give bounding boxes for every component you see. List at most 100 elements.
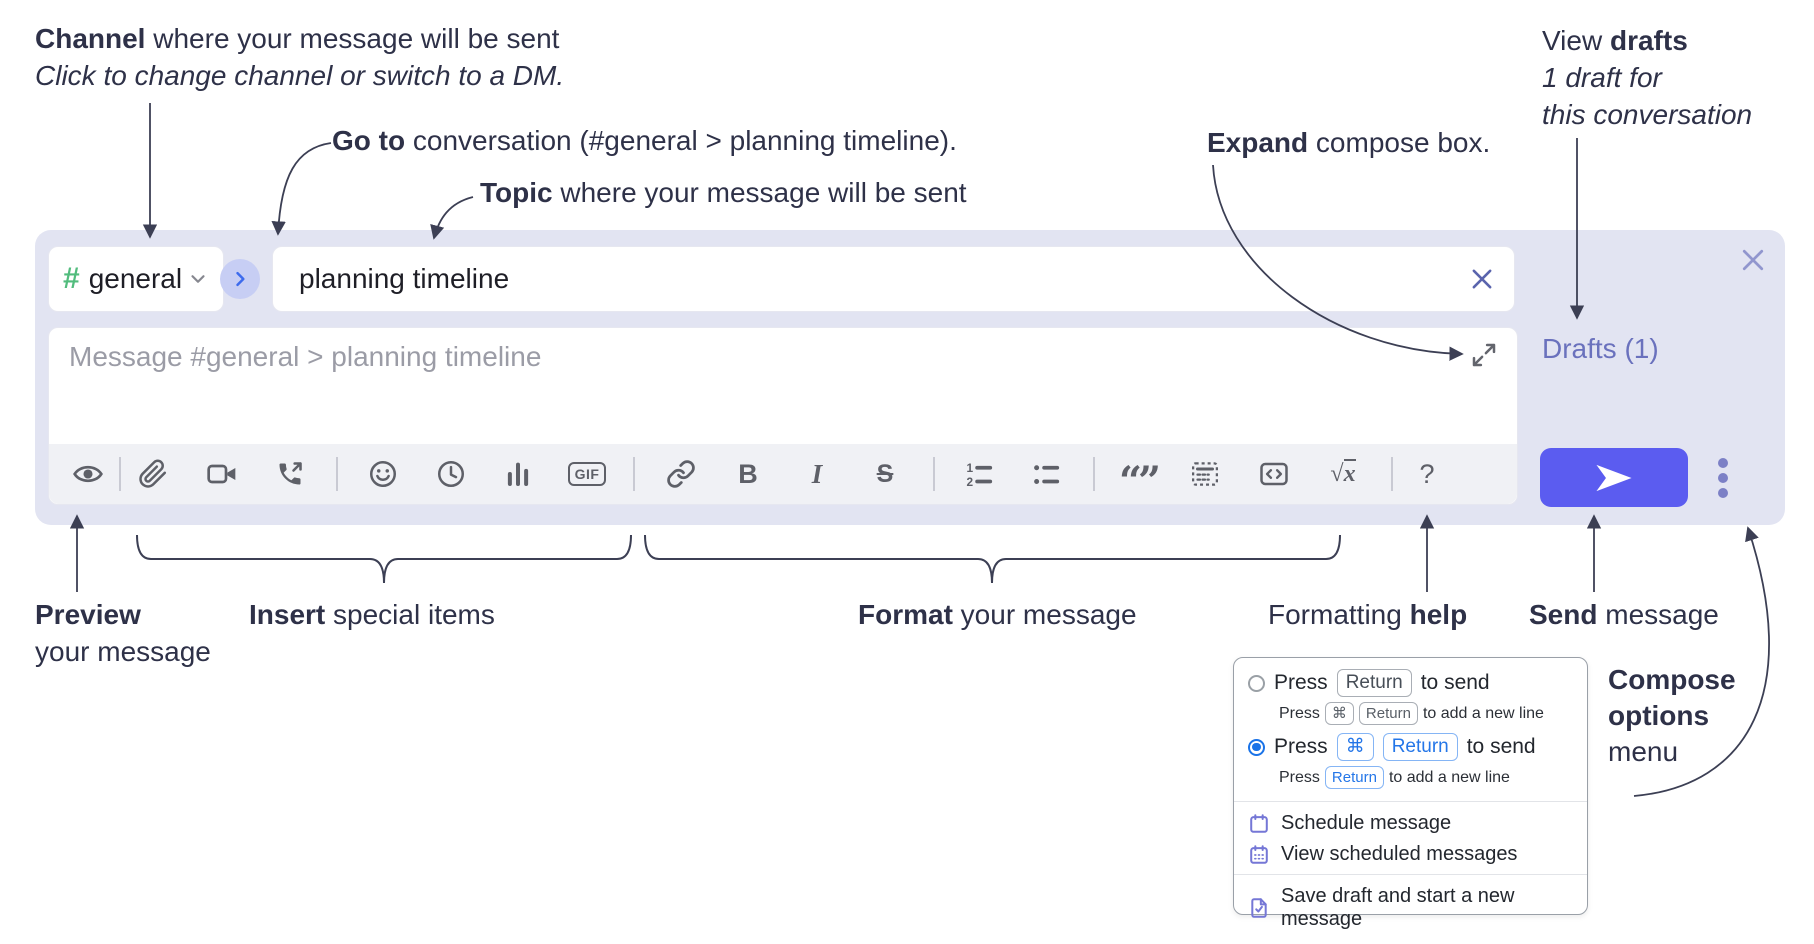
bulleted-list-button[interactable] — [1024, 452, 1068, 496]
code-button[interactable] — [1252, 452, 1296, 496]
channel-name: general — [88, 263, 183, 294]
formatting-help-button[interactable]: ? — [1405, 452, 1449, 496]
bulleted-list-icon — [1034, 465, 1060, 484]
bold-icon: B — [738, 458, 758, 489]
question-mark-icon: ? — [1419, 458, 1435, 489]
svg-text:1: 1 — [967, 461, 974, 475]
expand-compose-icon[interactable] — [1469, 340, 1499, 370]
bar-chart-icon — [507, 462, 529, 486]
menu-option-return-to-send[interactable]: Press Return to send — [1234, 669, 1587, 697]
annotation-goto: Go to conversation (#general > planning … — [332, 125, 957, 156]
close-compose-button[interactable] — [1733, 240, 1773, 280]
quote-button[interactable]: “” — [1116, 452, 1161, 505]
key-return: Return — [1336, 669, 1412, 697]
option-text: to send — [1420, 671, 1490, 694]
emoji-button[interactable] — [361, 452, 405, 496]
chevron-down-icon — [191, 275, 205, 283]
video-call-button[interactable] — [200, 452, 244, 496]
topic-input[interactable]: planning timeline — [272, 246, 1515, 312]
voice-call-button[interactable] — [268, 452, 312, 496]
send-icon — [1596, 464, 1632, 491]
strikethrough-button[interactable]: S — [863, 452, 907, 496]
bold-button[interactable]: B — [726, 452, 770, 496]
menu-option-cmd-return-to-send[interactable]: Press ⌘ Return to send — [1234, 733, 1587, 761]
key-return: Return — [1358, 702, 1418, 725]
arrow-goto — [271, 142, 332, 236]
quote-icon: “” — [1118, 458, 1161, 505]
code-icon — [1260, 462, 1288, 486]
eye-icon — [73, 465, 103, 483]
toolbar-divider — [119, 457, 121, 491]
spoiler-icon — [1192, 462, 1218, 486]
strikethrough-icon: S — [876, 459, 894, 488]
close-icon — [1742, 249, 1764, 271]
annotation-send: Send message — [1529, 599, 1719, 630]
option-text: Press — [1274, 671, 1328, 694]
math-button[interactable]: √x — [1321, 452, 1365, 496]
message-box[interactable]: Message #general > planning timeline — [48, 327, 1518, 505]
video-camera-icon — [207, 464, 236, 484]
menu-option-sub: Press Return to add a new line — [1234, 764, 1587, 797]
gif-button[interactable]: GIF — [565, 452, 609, 496]
time-button[interactable] — [429, 452, 473, 496]
option-text: Press — [1274, 735, 1328, 758]
key-cmd: ⌘ — [1336, 733, 1374, 761]
link-button[interactable] — [659, 452, 703, 496]
poll-button[interactable] — [496, 452, 540, 496]
menu-item-schedule-message[interactable]: Schedule message — [1234, 808, 1587, 839]
calendar-days-icon — [1248, 844, 1270, 866]
link-icon — [667, 460, 695, 488]
option-text: to send — [1466, 735, 1536, 758]
phone-call-icon — [279, 462, 302, 485]
gif-icon: GIF — [567, 462, 607, 486]
message-placeholder: Message #general > planning timeline — [69, 341, 542, 372]
annotation-channel: Channel where your message will be sent … — [35, 23, 565, 91]
annotation-expand: Expand compose box. — [1207, 127, 1491, 158]
menu-item-save-draft[interactable]: Save draft and start a new message — [1234, 881, 1587, 935]
preview-button[interactable] — [66, 452, 110, 496]
menu-divider — [1234, 801, 1587, 802]
paperclip-icon — [139, 459, 167, 488]
toolbar-divider — [336, 457, 338, 491]
annotation-insert: Insert special items — [249, 599, 495, 630]
calendar-icon — [1248, 813, 1270, 835]
compose-options-button[interactable] — [1703, 448, 1743, 507]
attach-file-button[interactable] — [131, 452, 175, 496]
save-draft-icon — [1248, 897, 1270, 919]
smiley-icon — [370, 461, 396, 487]
channel-selector[interactable]: # general — [48, 246, 224, 312]
radio-selected[interactable] — [1248, 738, 1265, 756]
chevron-right-icon — [236, 271, 245, 287]
annotation-view-drafts: View drafts 1 draft for this conversatio… — [1542, 25, 1753, 130]
svg-text:2: 2 — [967, 475, 974, 489]
go-to-conversation-button[interactable] — [220, 259, 260, 299]
key-cmd: ⌘ — [1324, 702, 1354, 725]
compose-toolbar: GIF B I S — [49, 444, 1517, 504]
math-icon: √x — [1330, 458, 1356, 487]
menu-item-label: Schedule message — [1281, 812, 1452, 834]
numbered-list-button[interactable]: 1 2 — [957, 452, 1001, 496]
numbered-list-icon: 1 2 — [967, 461, 993, 489]
topic-value: planning timeline — [299, 263, 510, 294]
menu-item-view-scheduled-messages[interactable]: View scheduled messages — [1234, 839, 1587, 870]
menu-divider — [1234, 874, 1587, 875]
clock-icon — [438, 461, 464, 487]
toolbar-divider — [1093, 457, 1095, 491]
menu-option-sub: Press ⌘ Return to add a new line — [1234, 700, 1587, 733]
italic-icon: I — [811, 458, 823, 489]
radio-unselected[interactable] — [1248, 674, 1265, 692]
annotation-format: Format your message — [858, 599, 1137, 630]
menu-item-label: Save draft and start a new message — [1281, 885, 1515, 930]
brace-insert — [136, 534, 632, 584]
italic-button[interactable]: I — [795, 452, 839, 496]
compose-options-menu: Press Return to send Press ⌘ Return to a… — [1233, 657, 1588, 930]
annotation-compose-options: Compose options menu — [1608, 664, 1736, 767]
menu-item-label: View scheduled messages — [1281, 843, 1518, 865]
toolbar-divider — [1391, 457, 1393, 491]
drafts-link[interactable]: Drafts (1) — [1542, 333, 1659, 364]
kebab-menu-icon — [1718, 457, 1728, 498]
toolbar-divider — [933, 457, 935, 491]
spoiler-button[interactable] — [1183, 452, 1227, 496]
send-button[interactable] — [1540, 448, 1688, 507]
clear-topic-icon[interactable] — [1468, 265, 1496, 293]
